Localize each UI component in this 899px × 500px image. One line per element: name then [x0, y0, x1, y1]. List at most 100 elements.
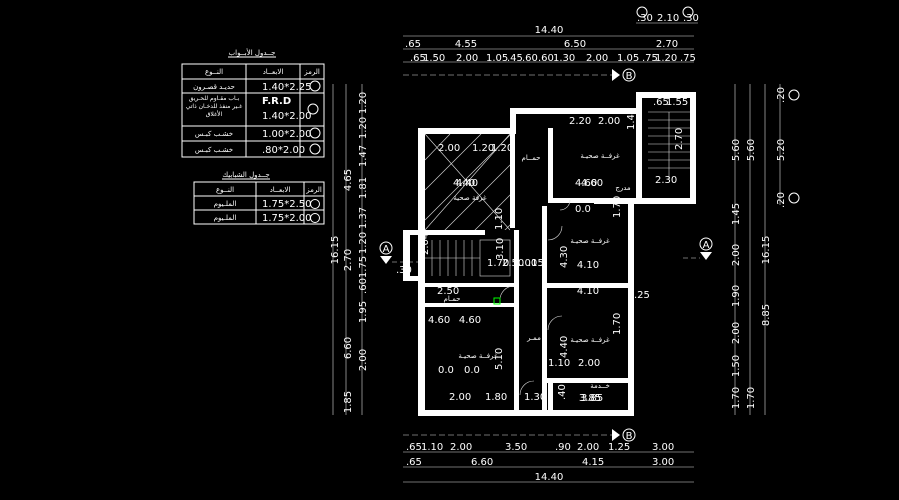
- top-detail-dim: .75: [680, 53, 696, 64]
- right-dim: 1.70: [731, 387, 742, 409]
- section-b-bottom: B: [403, 428, 636, 442]
- interior-dim: 2.20: [569, 116, 591, 127]
- top-detail-dim: 1.50: [423, 53, 445, 64]
- interior-dim: 4.40: [453, 178, 475, 189]
- room-dim: 4.10: [577, 286, 599, 297]
- interior-dim: 0.0: [575, 204, 591, 215]
- doors-table: جــدول الأبــواب النــوع الابعــاد الرمز…: [181, 48, 325, 158]
- top-detail-dim: .65: [410, 53, 426, 64]
- bottom-mid-dim: .65: [406, 457, 422, 468]
- doors-row3-dims: 1.00*2.00: [262, 129, 312, 140]
- left-mid-dim: 2.70: [343, 249, 354, 271]
- left-detail-dim: 1.75: [358, 256, 369, 278]
- stair-top-right: [648, 111, 690, 180]
- section-a-left: A: [379, 241, 420, 264]
- bottom-detail-dim: .65: [406, 442, 422, 453]
- bottom-detail-dim: 1.25: [608, 442, 630, 453]
- doors-row4-dims: .80*2.00: [262, 145, 305, 156]
- interior-dim: 2.50: [502, 258, 524, 269]
- bottom-dimensions: .65 1.10 2.00 3.50 .90 2.00 1.25 3.00 .6…: [403, 442, 694, 483]
- interior-dim: 2.00: [578, 358, 600, 369]
- left-mid-dim: 1.85: [343, 391, 354, 413]
- windows-header-dims: الابعــاد: [270, 186, 291, 194]
- room-label: غرفة صحية: [453, 194, 487, 202]
- interior-dim: 1.70: [487, 258, 509, 269]
- windows-row1-type: الملـيوم: [214, 200, 237, 208]
- doors-row2-fr: F.R.D: [262, 96, 291, 107]
- doors-header-dims: الابعــاد: [263, 68, 284, 76]
- top-corner-dim: .30: [683, 13, 699, 24]
- bottom-detail-dim: 2.00: [577, 442, 599, 453]
- interior-dim: 1.40: [626, 108, 637, 130]
- top-detail-dim: .45: [507, 53, 523, 64]
- bottom-mid-dim: 4.15: [582, 457, 604, 468]
- right-dim: 2.00: [731, 244, 742, 266]
- doors-table-title: جــدول الأبــواب: [229, 48, 276, 57]
- interior-dim: 2.30: [655, 175, 677, 186]
- windows-row2-dims: 1.75*2.00: [262, 213, 312, 224]
- interior-dim: 2.70: [674, 128, 685, 150]
- top-mid-dim: 4.55: [455, 39, 477, 50]
- left-mid-dim: 4.65: [343, 169, 354, 191]
- room-label: غرفــة صحيـة: [570, 336, 610, 344]
- left-total-dim: 16.15: [330, 236, 341, 265]
- section-b-top: B: [403, 68, 636, 82]
- section-b-label: B: [626, 71, 633, 82]
- section-b-label-bottom: B: [626, 431, 633, 442]
- bottom-detail-dim: 3.50: [505, 442, 527, 453]
- top-mid-dim: 6.50: [564, 39, 586, 50]
- room-label: ممـر: [526, 334, 541, 342]
- top-detail-dim: 1.05: [617, 53, 639, 64]
- interior-dim: 2.04: [420, 233, 431, 255]
- interior-dim: 1.70: [612, 196, 623, 218]
- right-dim: 5.60: [746, 139, 757, 161]
- top-corner-dim: .30: [637, 13, 653, 24]
- bottom-detail-dim: 3.00: [652, 442, 674, 453]
- interior-dim: 3.10: [495, 238, 506, 260]
- top-mid-dim: 2.70: [656, 39, 678, 50]
- room-label: حمــام: [522, 154, 541, 162]
- right-dim: .20: [776, 192, 787, 208]
- interior-dim: 2.00: [438, 143, 460, 154]
- windows-table-title: جــدول الشبابيك: [222, 171, 269, 179]
- right-dim: 1.70: [746, 387, 757, 409]
- doors-row2-type: بـاب مقـاوم للحـريق غـير منفذ للدخـان ذا…: [185, 95, 243, 118]
- stair-left: [425, 239, 511, 277]
- room-label: غرفــة صحيـة: [458, 352, 498, 360]
- windows-row2-type: الملـيوم: [214, 214, 237, 222]
- left-detail-dim: 1.95: [358, 301, 369, 323]
- interior-dim: 1.00: [515, 258, 537, 269]
- right-dimensions: 5.60 5.60 8.85 5.20 .20 .20 1.45 2.00 1.…: [731, 84, 800, 415]
- left-detail-dim: 1.20: [358, 232, 369, 254]
- room-label: غرفــة صحيـة: [580, 152, 620, 160]
- left-detail-dim: 1.20: [358, 117, 369, 139]
- left-dimensions: 16.15 4.65 2.70 6.60 1.85 1.20 1.20 1.47…: [330, 84, 369, 415]
- doors-row1-type: حديـد قصـرون: [193, 83, 235, 91]
- interior-dim: 2.00: [449, 392, 471, 403]
- right-dim: 5.20: [776, 139, 787, 161]
- interior-dim: .15: [528, 258, 544, 269]
- doors-row1-dims: 1.40*2.25: [262, 82, 312, 93]
- room-dim: 4.60: [581, 178, 603, 189]
- bottom-detail-dim: .90: [555, 442, 571, 453]
- left-mid-dim: 6.60: [343, 337, 354, 359]
- top-detail-dim: 2.00: [586, 53, 608, 64]
- interior-dim: 4.60: [575, 178, 597, 189]
- interior-dim: 1.30: [524, 392, 546, 403]
- room-dim: 3.85: [579, 393, 601, 404]
- section-a-label-right: A: [703, 240, 710, 251]
- top-detail-dim: .75: [642, 53, 658, 64]
- left-detail-dim: 2.00: [358, 349, 369, 371]
- interior-dim: 1.10: [548, 358, 570, 369]
- top-detail-dim: 1.20: [655, 53, 677, 64]
- interior-dims: 2.00 1.20 2.00 2.30 4.40 1.70 2.50 2.20 …: [396, 97, 688, 404]
- interior-dim: .65: [653, 97, 669, 108]
- windows-header-code: الرمز: [305, 186, 322, 194]
- section-a-label-left: A: [383, 244, 390, 255]
- bottom-mid-dim: 6.60: [471, 457, 493, 468]
- interior-dim: 1.80: [485, 392, 507, 403]
- interior-dim: 4.30: [559, 246, 570, 268]
- right-dim: 5.60: [731, 139, 742, 161]
- doors-row3-type: خشـب كبـس: [195, 130, 233, 138]
- left-detail-dim: 1.47: [358, 145, 369, 167]
